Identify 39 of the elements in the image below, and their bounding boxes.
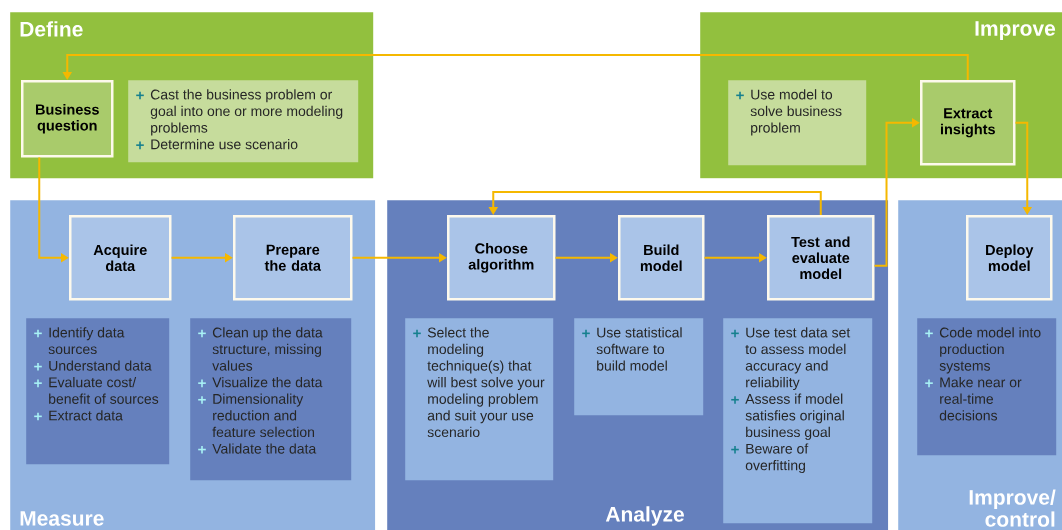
- bullet-item: Cast the business problem or goal into one or more modeling problems: [150, 89, 343, 136]
- note-box: [128, 80, 359, 163]
- bullet-item: Validate the data: [212, 443, 317, 454]
- bullet-item: Select the modeling technique(s) that will best solve your modeling problem and suit your use scenario: [427, 327, 545, 438]
- note-box: [190, 318, 352, 481]
- phase-heading: Define: [20, 21, 83, 37]
- bullet-item: Understand data: [49, 360, 152, 371]
- note-box: [574, 318, 704, 416]
- bullet-item: Use test data set to assess model accuracy and reliability: [745, 327, 851, 391]
- phase-heading: Improve/ control: [969, 489, 1056, 527]
- bullet-item: Determine use scenario: [151, 139, 298, 150]
- bullet-item: Beware of overfitting: [745, 443, 809, 474]
- step-box: Test and evaluate model: [767, 215, 875, 301]
- bullet-item: Identify data sources: [48, 327, 125, 355]
- bullet-item: Code model into production systems: [939, 327, 1041, 374]
- note-box: [405, 318, 554, 481]
- step-box: Extract insights: [920, 80, 1016, 166]
- note-box: [723, 318, 873, 524]
- note-box: [26, 318, 170, 465]
- phase-heading: Improve: [975, 21, 1056, 40]
- bullet-item: Make near or real-time decisions: [939, 377, 1022, 421]
- bullet-item: Clean up the data structure, missing values: [212, 327, 323, 371]
- phase-heading: Analyze: [605, 506, 684, 526]
- note-box: [728, 80, 867, 166]
- step-box: Choose algorithm: [447, 215, 556, 301]
- bullet-item: Use model to solve business problem: [750, 89, 842, 136]
- bullet-item: Dimensionality reduction and feature selection: [212, 393, 314, 438]
- bullet-item: Visualize the data: [212, 377, 323, 388]
- step-box: Build model: [618, 215, 705, 301]
- step-box: Business question: [21, 80, 114, 158]
- bullet-item: Use statistical software to build model: [596, 327, 682, 371]
- note-box: [917, 318, 1057, 456]
- bullet-item: Extract data: [49, 410, 123, 421]
- step-box: Prepare the data: [233, 215, 353, 301]
- bullet-item: Assess if model satisfies original business goal: [745, 393, 844, 440]
- bullet-item: Evaluate cost/ benefit of sources: [49, 377, 159, 404]
- step-box: Acquire data: [69, 215, 172, 301]
- phase-heading: Measure: [20, 511, 104, 526]
- step-box: Deploy model: [966, 215, 1053, 301]
